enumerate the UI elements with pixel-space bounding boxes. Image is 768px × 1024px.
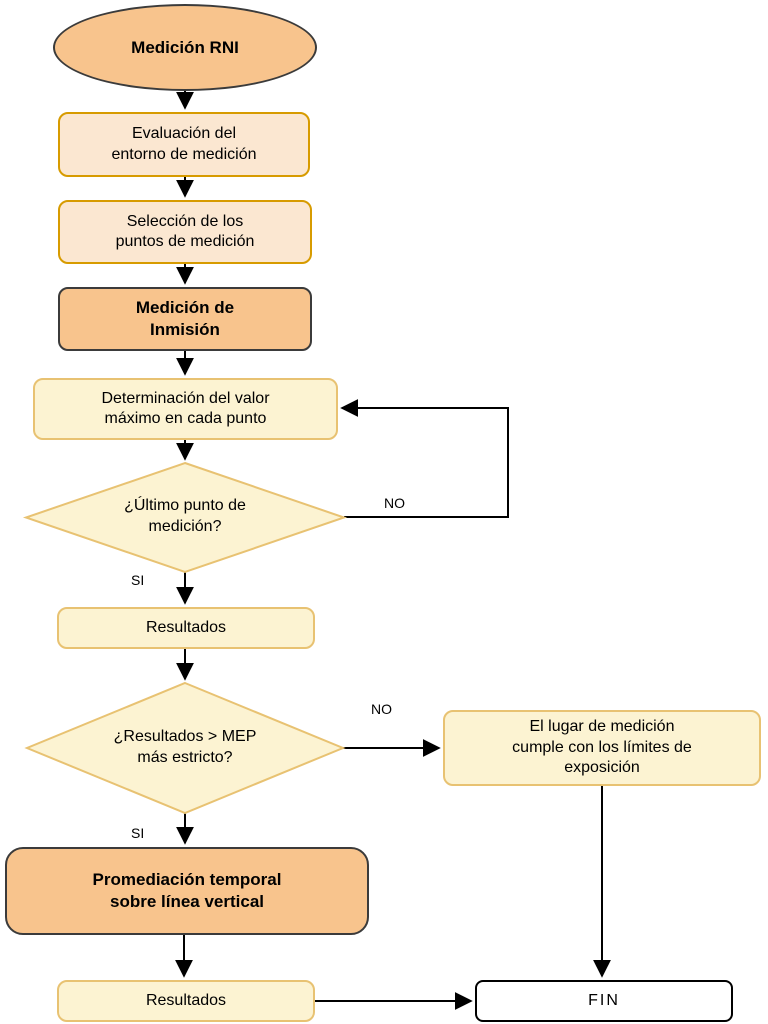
decision-diamond-resultados-mep — [24, 681, 346, 815]
node-cumple-limites: El lugar de medición cumple con los lími… — [443, 710, 761, 786]
decision-diamond-ultimo-punto — [22, 461, 348, 574]
node-medicion-inmision: Medición de Inmisión — [58, 287, 312, 351]
node-resultados-2: Resultados — [57, 980, 315, 1022]
node-fin: FIN — [475, 980, 733, 1022]
edge-label-si-1: SI — [129, 572, 147, 588]
node-start-label: Medición RNI — [131, 37, 239, 57]
node-resultados-2-label: Resultados — [145, 991, 227, 1009]
node-resultados-1-label: Resultados — [145, 618, 227, 636]
node-evaluacion-entorno-label: Evaluación del entorno de medición — [111, 125, 257, 163]
node-start: Medición RNI — [53, 4, 317, 91]
node-medicion-inmision-label: Medición de Inmisión — [135, 298, 235, 339]
edge-label-no-loop: NO — [382, 495, 407, 511]
decision-resultados-mep-label: ¿Resultados > MEP más estricto? — [113, 728, 257, 766]
node-determinacion-valor: Determinación del valor máximo en cada p… — [33, 378, 338, 440]
node-seleccion-puntos: Selección de los puntos de medición — [58, 200, 312, 264]
node-fin-label: FIN — [588, 991, 620, 1009]
node-seleccion-puntos-label: Selección de los puntos de medición — [115, 212, 255, 250]
node-resultados-1: Resultados — [57, 607, 315, 649]
decision-ultimo-punto-label: ¿Último punto de medición? — [124, 497, 246, 535]
edge-label-si-2: SI — [129, 825, 147, 841]
node-evaluacion-entorno: Evaluación del entorno de medición — [58, 112, 310, 177]
edge-label-no-2: NO — [369, 701, 394, 717]
node-promediacion-temporal-label: Promediación temporal sobre línea vertic… — [92, 870, 282, 911]
node-promediacion-temporal: Promediación temporal sobre línea vertic… — [5, 847, 369, 935]
node-determinacion-valor-label: Determinación del valor máximo en cada p… — [101, 389, 270, 427]
edge-decision1-no-loop — [340, 399, 509, 518]
node-cumple-limites-label: El lugar de medición cumple con los lími… — [512, 718, 692, 777]
